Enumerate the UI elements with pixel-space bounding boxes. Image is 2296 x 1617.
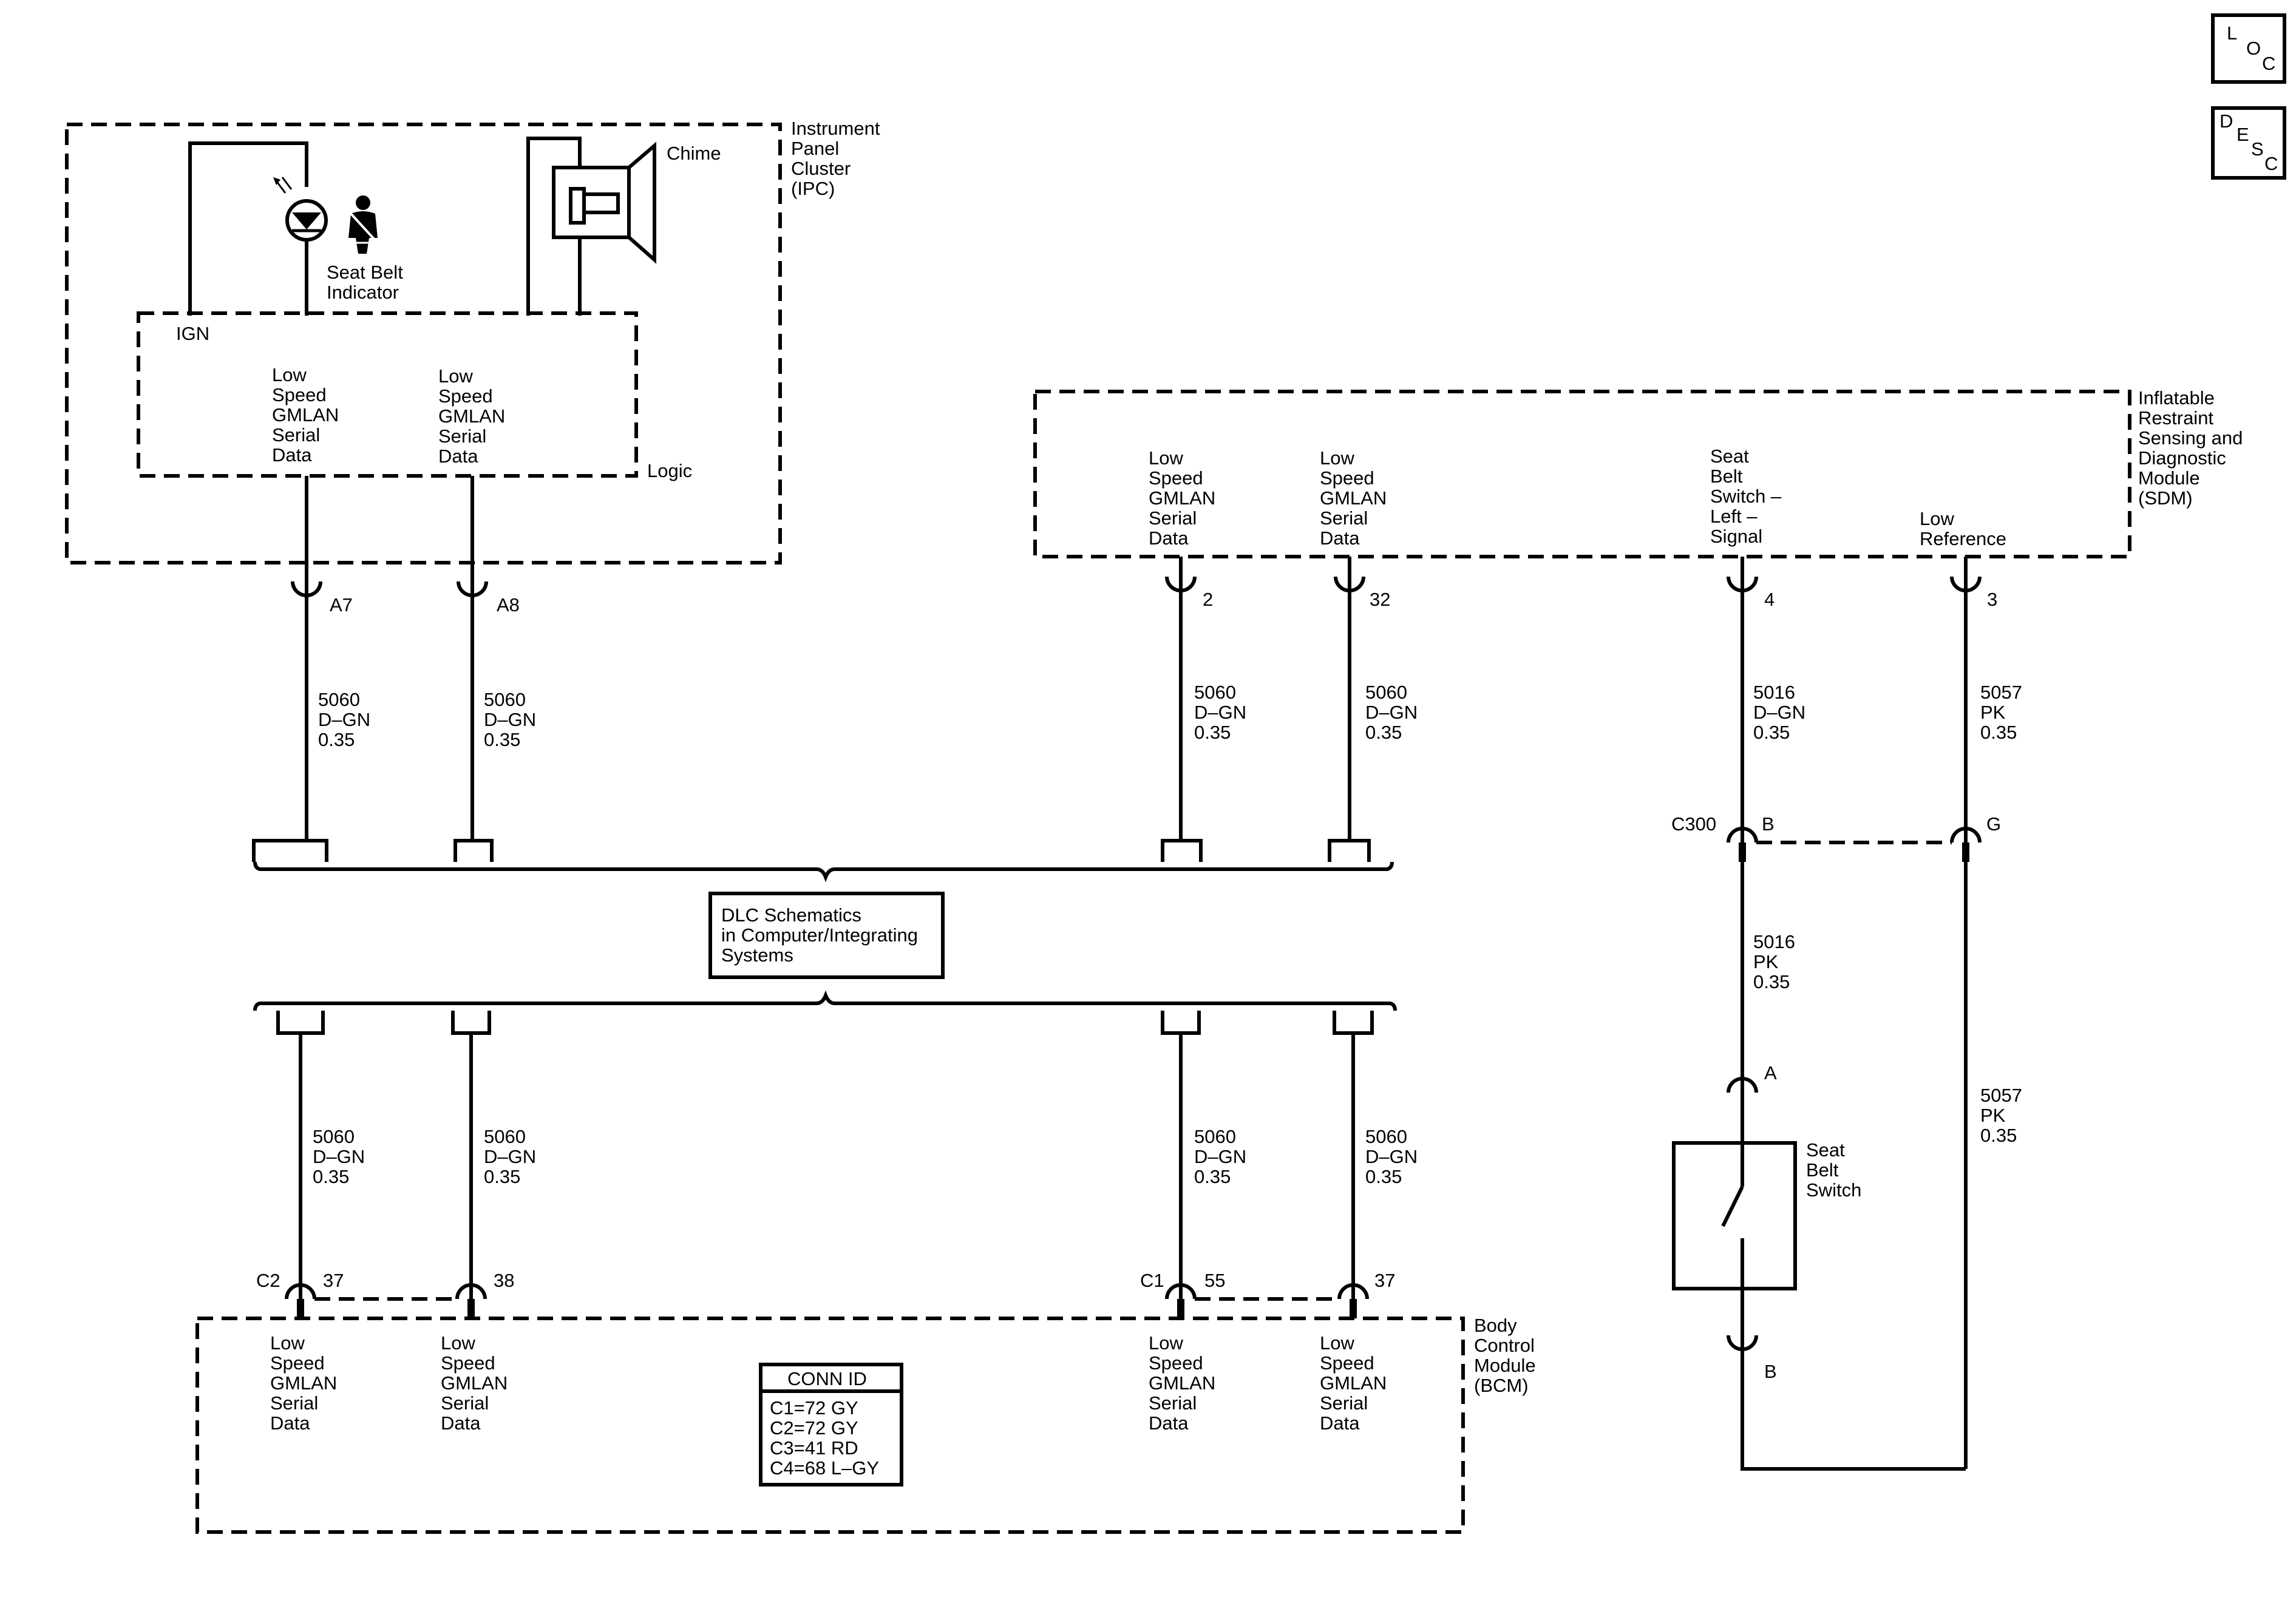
connector-switch-a bbox=[1727, 1077, 1758, 1093]
chime-label: Chime bbox=[667, 143, 721, 164]
bcm-connector-c2 bbox=[285, 1283, 487, 1318]
desc-letter-e: E bbox=[2237, 124, 2249, 145]
switch-pin-b-label: B bbox=[1764, 1361, 1777, 1382]
pin-sdm-32-label: 32 bbox=[1370, 589, 1390, 610]
connector-a7 bbox=[291, 581, 322, 597]
seat-belt-switch-label: Seat Belt Switch bbox=[1806, 1139, 1861, 1201]
desc-letter-c: C bbox=[2264, 153, 2278, 174]
wire-label-5016-pk: 5016 PK 0.35 bbox=[1753, 931, 1801, 992]
ipc-title: Instrument Panel Cluster (IPC) bbox=[791, 118, 885, 199]
sdm-low-reference-label: Low Reference bbox=[1920, 508, 2006, 549]
loc-button[interactable]: L O C bbox=[2211, 13, 2286, 84]
bcm-c1-label: C1 bbox=[1140, 1270, 1164, 1291]
bcm-data-label-3: Low Speed GMLAN Serial Data bbox=[1149, 1332, 1221, 1434]
loc-letter-o: O bbox=[2246, 38, 2261, 59]
c300-connector bbox=[1727, 827, 1982, 862]
connector-sdm-2 bbox=[1165, 576, 1197, 592]
ipc-logic-label: Logic bbox=[647, 460, 692, 481]
bcm-pin-55-label: 55 bbox=[1204, 1270, 1225, 1291]
c300-label: C300 bbox=[1671, 813, 1716, 835]
sdm-title: Inflatable Restraint Sensing and Diagnos… bbox=[2138, 387, 2248, 509]
dlc-bus bbox=[252, 839, 1397, 1035]
wire-label-5057-pk-lower: 5057 PK 0.35 bbox=[1980, 1085, 2028, 1146]
bcm-data-label-1: Low Speed GMLAN Serial Data bbox=[270, 1332, 342, 1434]
bcm-boundary bbox=[195, 1317, 1465, 1534]
sdm-data-label-2: Low Speed GMLAN Serial Data bbox=[1320, 447, 1392, 549]
wire-label-bcm-2: 5060 D–GN 0.35 bbox=[484, 1126, 542, 1187]
wire-label-sdm-32: 5060 D–GN 0.35 bbox=[1365, 682, 1423, 743]
seat-belt-indicator-label: Seat Belt Indicator bbox=[327, 262, 408, 303]
bcm-module: Body Control Module (BCM) Low Speed GMLA… bbox=[195, 1315, 1541, 1534]
pin-sdm-2-label: 2 bbox=[1203, 589, 1213, 610]
wire-label-sdm-2: 5060 D–GN 0.35 bbox=[1194, 682, 1252, 743]
conn-id-rows: C1=72 GY C2=72 GY C3=41 RD C4=68 L–GY bbox=[770, 1397, 879, 1479]
c300-pin-g-label: G bbox=[1986, 813, 2001, 835]
ipc-boundary bbox=[65, 123, 782, 564]
wire-label-bcm-3: 5060 D–GN 0.35 bbox=[1194, 1126, 1252, 1187]
bcm-data-label-2: Low Speed GMLAN Serial Data bbox=[441, 1332, 513, 1434]
c300-pin-b-label: B bbox=[1762, 813, 1775, 835]
desc-letter-d: D bbox=[2220, 110, 2233, 132]
bcm-pin-37-label: 37 bbox=[323, 1270, 344, 1291]
connector-sdm-4 bbox=[1727, 576, 1758, 592]
desc-button[interactable]: D E S C bbox=[2211, 106, 2286, 180]
ipc-logic-boundary bbox=[137, 311, 638, 478]
sdm-data-label-1: Low Speed GMLAN Serial Data bbox=[1149, 447, 1221, 549]
ipc-data-label-1: Low Speed GMLAN Serial Data bbox=[272, 364, 344, 466]
lamp-icon bbox=[273, 177, 328, 242]
ipc-data-label-2: Low Speed GMLAN Serial Data bbox=[438, 365, 511, 467]
connector-a8 bbox=[457, 581, 488, 597]
wire-label-bcm-1: 5060 D–GN 0.35 bbox=[313, 1126, 370, 1187]
bcm-title: Body Control Module (BCM) bbox=[1474, 1315, 1541, 1396]
wire-label-sdm-4: 5016 D–GN 0.35 bbox=[1753, 682, 1811, 743]
desc-letter-s: S bbox=[2251, 138, 2264, 160]
sdm-boundary bbox=[1033, 390, 2131, 558]
seat-belt-switch bbox=[1672, 1141, 1797, 1290]
loc-letter-l: L bbox=[2227, 22, 2237, 44]
svg-text:DLC Schematics in Comput: DLC Schematics in Computer/Integrating S… bbox=[721, 904, 923, 966]
seat-belt-icon bbox=[348, 195, 378, 254]
bcm-data-label-4: Low Speed GMLAN Serial Data bbox=[1320, 1332, 1392, 1434]
wire-label-bcm-4: 5060 D–GN 0.35 bbox=[1365, 1126, 1423, 1187]
pin-sdm-4-label: 4 bbox=[1764, 589, 1775, 610]
sdm-module: Inflatable Restraint Sensing and Diagnos… bbox=[1033, 387, 2248, 558]
bcm-c2-label: C2 bbox=[256, 1270, 280, 1291]
ipc-ign-label: IGN bbox=[176, 323, 209, 344]
pin-a7-label: A7 bbox=[330, 594, 353, 615]
pin-a8-label: A8 bbox=[497, 594, 520, 615]
wire-switch-return bbox=[1741, 1335, 1966, 1471]
wire-label-sdm-3: 5057 PK 0.35 bbox=[1980, 682, 2028, 743]
ipc-module: Instrument Panel Cluster (IPC) Seat Belt… bbox=[65, 118, 885, 564]
dlc-reference-box[interactable]: DLC Schematics in Computer/Integrating S… bbox=[708, 892, 945, 979]
connector-sdm-3 bbox=[1950, 576, 1982, 592]
bcm-pin-38-label: 38 bbox=[494, 1270, 514, 1291]
loc-letter-c: C bbox=[2262, 53, 2275, 74]
chime-speaker-icon bbox=[552, 141, 656, 264]
wire-label-ipc-a7: 5060 D–GN 0.35 bbox=[318, 689, 376, 750]
conn-id-table: CONN ID C1=72 GY C2=72 GY C3=41 RD C4=68… bbox=[759, 1363, 903, 1486]
bcm-connector-c1 bbox=[1165, 1283, 1369, 1318]
bcm-pin-37b-label: 37 bbox=[1374, 1270, 1395, 1291]
sdm-seat-belt-switch-label: Seat Belt Switch – Left – Signal bbox=[1710, 446, 1787, 547]
pin-sdm-3-label: 3 bbox=[1987, 589, 1997, 610]
connector-sdm-32 bbox=[1334, 576, 1365, 592]
wire-label-ipc-a8: 5060 D–GN 0.35 bbox=[484, 689, 542, 750]
switch-pin-a-label: A bbox=[1764, 1062, 1777, 1083]
conn-id-title: CONN ID bbox=[787, 1368, 867, 1389]
